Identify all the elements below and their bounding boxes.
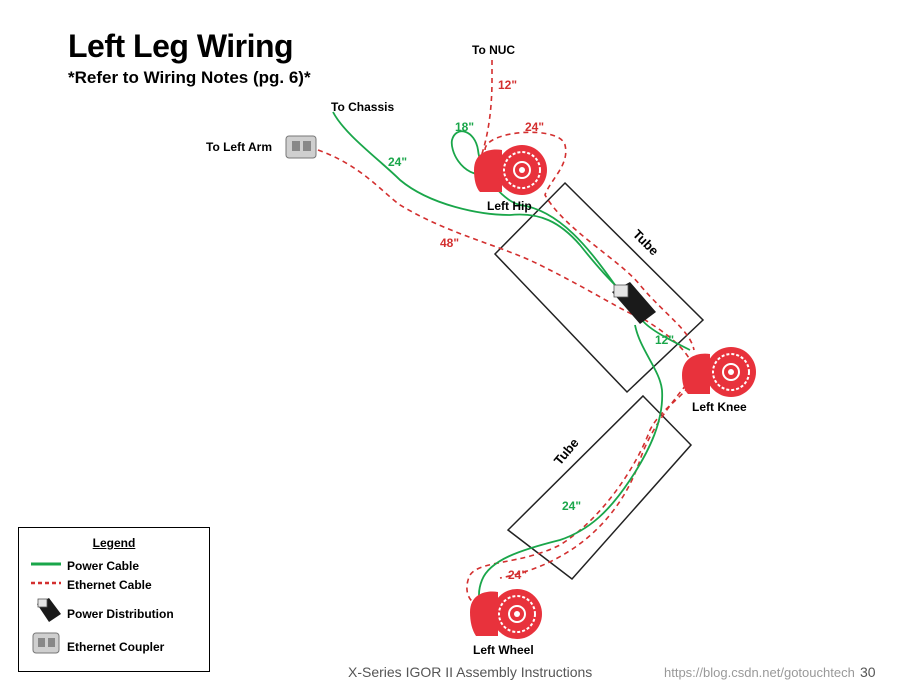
length-hip-power: 18" [455,120,474,134]
label-left-wheel: Left Wheel [473,643,534,657]
legend: Legend Power Cable Ethernet Cable Power … [18,527,210,672]
ethernet-cable-arm-to-knee [317,149,691,361]
length-nuc-ethernet: 12" [498,78,517,92]
length-arm-ethernet: 48" [440,236,459,250]
watermark: https://blog.csdn.net/gotouchtech [664,665,855,680]
left-wheel-motor-icon [470,589,542,639]
legend-title: Legend [92,536,136,550]
power-cable-wheel [478,324,664,606]
legend-ethernet-coupler: Ethernet Coupler [67,640,165,654]
legend-power-cable: Power Cable [67,559,140,573]
label-to-chassis: To Chassis [331,100,395,114]
power-cable-chassis [332,111,621,291]
length-chassis-power: 24" [388,155,407,169]
label-to-nuc: To NUC [472,43,516,57]
legend-ethernet-coupler-icon [32,632,60,654]
length-hip-ethernet: 24" [525,120,544,134]
legend-swatches [31,562,61,585]
tube-lower [506,394,693,581]
ethernet-cable-wheel-return [499,384,687,579]
ethernet-coupler-icon [285,135,317,159]
page-title: Left Leg Wiring [68,28,294,64]
left-hip-motor-icon [474,145,547,195]
tube-lower-label: Tube [551,435,582,468]
footer-text: X-Series IGOR II Assembly Instructions [348,664,593,680]
length-knee-power: 12" [655,333,674,347]
label-left-hip: Left Hip [487,199,532,213]
ethernet-cable-nuc-to-hip [477,60,493,166]
label-left-knee: Left Knee [692,400,747,414]
label-to-left-arm: To Left Arm [206,140,272,154]
page-subtitle: *Refer to Wiring Notes (pg. 6)* [68,68,311,87]
ethernet-cable-knee-to-wheel [466,379,695,606]
length-wheel-ethernet: 24" [508,568,527,582]
tube-upper-label: Tube [630,227,662,259]
left-knee-motor-icon [682,347,756,397]
legend-power-distribution: Power Distribution [67,607,174,621]
page-number: 30 [860,664,876,680]
power-distribution-icon [612,282,656,324]
tube-upper [493,181,705,394]
legend-ethernet-cable: Ethernet Cable [67,578,152,592]
length-wheel-power: 24" [562,499,581,513]
power-cable-knee [641,319,691,351]
legend-power-distribution-icon [37,598,61,622]
ethernet-cable-hip-to-knee [484,131,695,351]
